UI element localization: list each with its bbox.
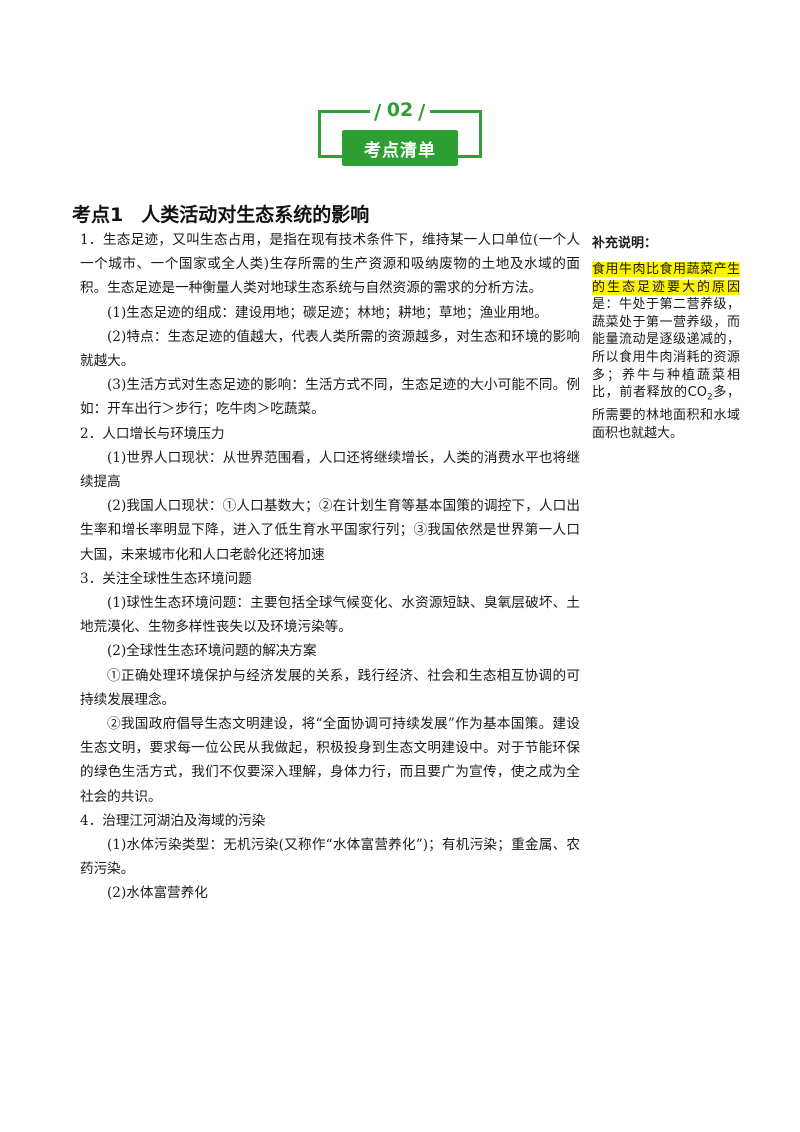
paragraph-1: 1．生态足迹，又叫生态占用，是指在现有技术条件下，维持某一人口单位(一个人一个城… bbox=[80, 232, 580, 297]
section-badge: / 02 / 考点清单 bbox=[312, 96, 488, 176]
paragraph-3-1: (1)球性生态环境问题：主要包括全球气候变化、水资源短缺、臭氧层破坏、土地荒漠化… bbox=[80, 595, 580, 636]
paragraph-3-2-b: ②我国政府倡导生态文明建设，将“全面协调可持续发展”作为基本国策。建设生态文明，… bbox=[80, 716, 580, 805]
paragraph-4-1: (1)水体污染类型：无机污染(又称作“水体富营养化”)；有机污染；重金属、农药污… bbox=[80, 837, 580, 878]
paragraph-2-1: (1)世界人口现状：从世界范围看，人口还将继续增长，人类的消费水平也将继续提高 bbox=[80, 449, 580, 491]
paragraph-4-2: (2)水体富营养化 bbox=[107, 885, 208, 902]
badge-slash-right: / bbox=[418, 100, 426, 124]
badge-slash-left: / bbox=[374, 100, 382, 124]
sidebar-highlight: 食用牛肉比食用蔬菜产生的生态足迹要大的原因 bbox=[592, 262, 740, 295]
paragraph-3: 3．关注全球性生态环境问题 bbox=[80, 570, 252, 587]
paragraph-3-2: (2)全球性生态环境问题的解决方案 bbox=[107, 643, 317, 660]
heading-title: 人类活动对生态系统的影响 bbox=[141, 204, 370, 226]
co2-subscript: 2 bbox=[706, 392, 713, 403]
sidebar-text-2: 多，所需要的林地面积和水域面积也就越大。 bbox=[592, 385, 740, 441]
section-heading: 考点1 人类活动对生态系统的影响 bbox=[72, 200, 369, 227]
badge-frame-top-right bbox=[430, 110, 482, 113]
heading-number: 考点1 bbox=[72, 204, 124, 226]
paragraph-2-2: (2)我国人口现状：①人口基数大；②在计划生育等基本国策的调控下，人口出生率和增… bbox=[80, 498, 580, 563]
badge-label: 考点清单 bbox=[342, 130, 458, 166]
paragraph-4: 4．治理江河湖泊及海域的污染 bbox=[80, 812, 266, 829]
paragraph-3-2-a: ①正确处理环境保护与经济发展的关系，践行经济、社会和生态相互协调的可持续发展理念… bbox=[80, 667, 580, 708]
badge-frame-top-left bbox=[318, 110, 370, 113]
sidebar-text-1: 是：牛处于第二营养级，蔬菜处于第一营养级，而能量流动是逐级递减的，所以食用牛肉消… bbox=[592, 297, 740, 401]
paragraph-2: 2．人口增长与环境压力 bbox=[80, 425, 225, 442]
badge-number: 02 bbox=[386, 99, 414, 121]
paragraph-1-1: (1)生态足迹的组成：建设用地；碳足迹；林地；耕地；草地；渔业用地。 bbox=[107, 304, 548, 321]
sidebar-body: 食用牛肉比食用蔬菜产生的生态足迹要大的原因是：牛处于第二营养级，蔬菜处于第一营养… bbox=[592, 261, 740, 443]
main-content: 1．生态足迹，又叫生态占用，是指在现有技术条件下，维持某一人口单位(一个人一个城… bbox=[80, 228, 580, 906]
sidebar-title: 补充说明： bbox=[592, 236, 658, 251]
paragraph-1-2: (2)特点：生态足迹的值越大，代表人类所需的资源越多，对生态和环境的影响就越大。 bbox=[80, 328, 580, 370]
paragraph-1-3: (3)生活方式对生态足迹的影响：生活方式不同，生态足迹的大小可能不同。例如：开车… bbox=[80, 377, 580, 418]
sidebar-note: 补充说明： 食用牛肉比食用蔬菜产生的生态足迹要大的原因是：牛处于第二营养级，蔬菜… bbox=[592, 232, 740, 443]
